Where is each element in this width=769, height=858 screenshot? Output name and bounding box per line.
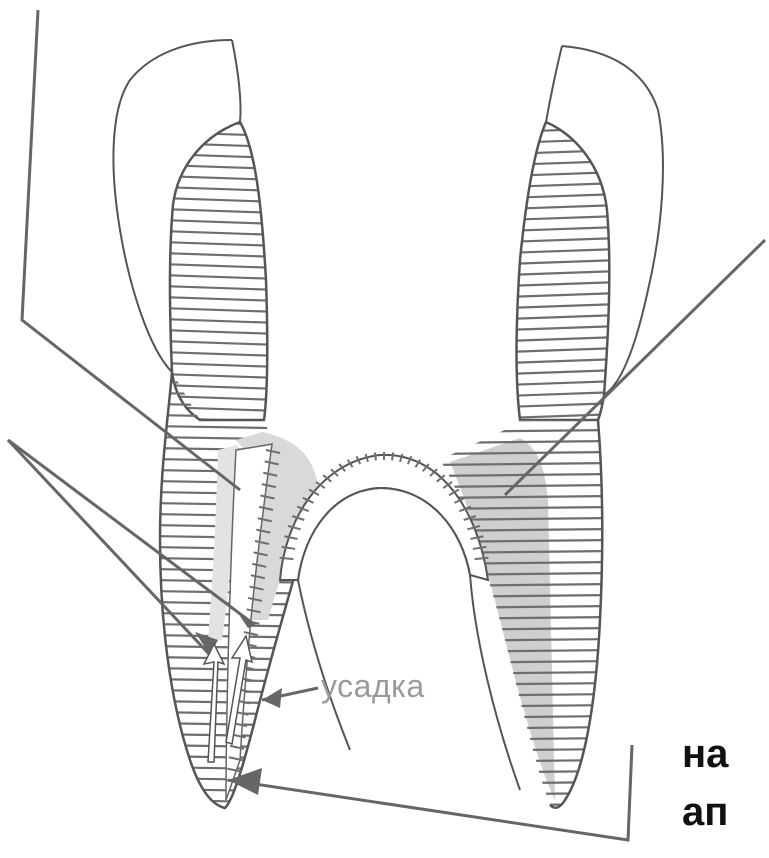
hatch-line (160, 165, 280, 169)
hatch-line (150, 404, 330, 407)
hatch-line (430, 804, 615, 806)
hatch-line (430, 716, 615, 718)
hatch-line (430, 584, 615, 586)
hatch-line (160, 121, 280, 125)
hatch-line (505, 315, 620, 319)
hatch-line (505, 348, 620, 352)
hatch-line (150, 393, 330, 396)
right-text-line1: на (682, 732, 728, 777)
hatch-line (430, 650, 615, 652)
hatch-line (505, 337, 620, 341)
hatch-line (430, 683, 615, 685)
hatch-line (430, 661, 615, 663)
hatch-line (505, 414, 620, 418)
hatch-line (430, 430, 615, 432)
hatch-line (430, 760, 615, 762)
hatch-line (430, 485, 615, 487)
hatch-line (430, 694, 615, 696)
hatch-line (280, 558, 294, 559)
hatch-line (160, 352, 280, 356)
hatch-line (430, 452, 615, 454)
hatch-line (505, 260, 620, 264)
callout-lines (8, 10, 765, 840)
hatch-line (505, 106, 620, 110)
hatch-line (160, 319, 280, 323)
hatch-line (430, 595, 615, 597)
hatch-line (505, 150, 620, 154)
hatch-line (160, 297, 280, 301)
left-upper-dentin (160, 110, 280, 433)
hatch-line (160, 253, 280, 257)
hatch-line (150, 767, 330, 770)
hatch-line (505, 161, 620, 165)
hatch-line (505, 172, 620, 176)
hatch-line (160, 341, 280, 345)
hatch-line (430, 606, 615, 608)
hatch-line (505, 425, 620, 429)
left-canal-filling (208, 432, 318, 800)
hatch-line (505, 139, 620, 143)
hatch-line (430, 639, 615, 641)
hatch-line (430, 793, 615, 795)
right-root (430, 408, 615, 817)
hatch-line (160, 363, 280, 367)
hatch-line (505, 359, 620, 363)
hatch-line (430, 771, 615, 773)
hatch-line (430, 408, 615, 410)
hatch-line (430, 441, 615, 443)
hatch-line (505, 293, 620, 297)
hatch-line (475, 558, 489, 559)
hatch-line (150, 426, 330, 429)
shrinkage-label: усадка (321, 668, 425, 705)
hatch-line (430, 749, 615, 751)
hatch-line (505, 205, 620, 209)
hatch-line (505, 381, 620, 385)
hatch-line (150, 811, 330, 814)
hatch-line (160, 330, 280, 334)
hatch-line (160, 176, 280, 180)
hatch-line (160, 374, 280, 378)
hatch-line (160, 154, 280, 158)
hatch-line (160, 308, 280, 312)
hatch-line (505, 304, 620, 308)
hatch-line (160, 385, 280, 389)
hatch-line (430, 705, 615, 707)
hatch-line (505, 282, 620, 286)
hatch-line (150, 800, 330, 803)
hatch-line (505, 194, 620, 198)
right-upper-dentin (505, 106, 620, 429)
hatch-line (160, 407, 280, 411)
hatch-line (430, 782, 615, 784)
hatch-line (160, 110, 280, 114)
hatch-line (505, 370, 620, 374)
hatch-line (505, 271, 620, 275)
hatch-line (505, 216, 620, 220)
hatch-line (430, 672, 615, 674)
right-text-line2: ап (682, 790, 728, 835)
hatch-line (392, 452, 393, 460)
hatch-line (160, 286, 280, 290)
hatch-line (160, 187, 280, 191)
hatch-line (430, 628, 615, 630)
hatch-line (160, 143, 280, 147)
hatch-line (160, 242, 280, 246)
hatch-line (505, 117, 620, 121)
hatch-line (430, 617, 615, 619)
hatch-line (430, 562, 615, 564)
hatch-line (160, 275, 280, 279)
hatch-line (160, 264, 280, 268)
hatch-line (430, 573, 615, 575)
hatch-line (160, 198, 280, 202)
hatch-line (150, 415, 330, 418)
hatch-line (430, 551, 615, 553)
hatch-line (375, 452, 376, 460)
hatch-line (505, 326, 620, 330)
